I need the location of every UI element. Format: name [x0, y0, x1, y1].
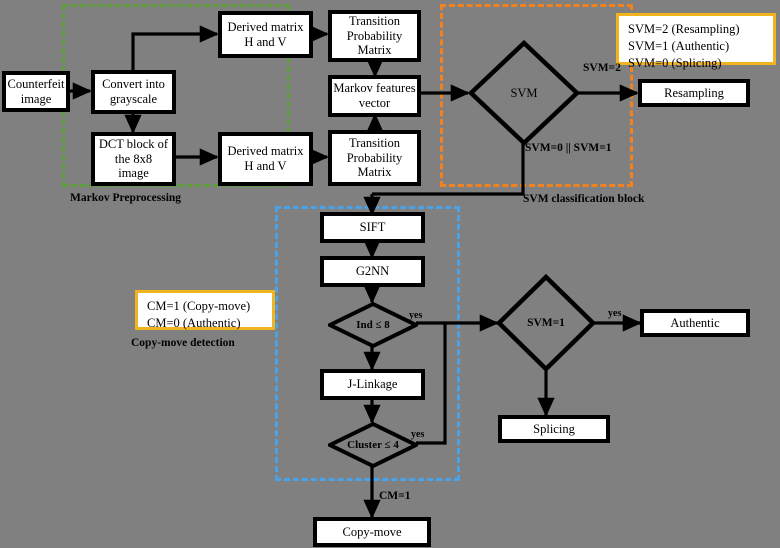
node-copy-move[interactable]: Copy-move [313, 517, 431, 547]
caption-svm-classification-block: SVM classification block [523, 193, 645, 205]
edge-label-svm1-yes: yes [608, 308, 622, 319]
diamond-shape [496, 274, 596, 372]
node-ind-check-decision[interactable]: Ind ≤ 8 [328, 302, 418, 348]
legend-cm-codes: CM=1 (Copy-move) CM=0 (Authentic) [135, 290, 275, 330]
edge-label-ind-yes: yes [409, 310, 423, 321]
node-transition-probability-matrix-bottom[interactable]: Transition Probability Matrix [328, 130, 421, 186]
node-transition-probability-matrix-top[interactable]: Transition Probability Matrix [328, 10, 421, 62]
node-derived-matrix-top[interactable]: Derived matrix H and V [218, 11, 313, 58]
caption-markov-preprocessing: Markov Preprocessing [70, 192, 182, 204]
node-splicing[interactable]: Splicing [498, 415, 610, 443]
node-derived-matrix-bottom[interactable]: Derived matrix H and V [218, 132, 313, 186]
diamond-shape [328, 422, 418, 468]
node-j-linkage[interactable]: J-Linkage [320, 369, 425, 400]
node-dct-block[interactable]: DCT block of the 8x8 image [91, 132, 176, 186]
node-sift[interactable]: SIFT [320, 212, 425, 243]
legend-svm-codes: SVM=2 (Resampling) SVM=1 (Authentic) SVM… [616, 13, 776, 70]
node-markov-features-vector[interactable]: Markov features vector [328, 75, 421, 117]
diamond-shape [468, 40, 580, 146]
edge-label-svm-0-or-1: SVM=0 || SVM=1 [525, 142, 612, 154]
edge-label-svm-2: SVM=2 [583, 62, 621, 74]
node-svm1-decision[interactable]: SVM=1 [496, 274, 596, 372]
node-resampling[interactable]: Resampling [638, 79, 750, 107]
edge-label-cm-1: CM=1 [379, 490, 411, 502]
node-counterfeit-image[interactable]: Counterfeit image [2, 71, 70, 112]
caption-copy-move-detection: Copy-move detection [131, 337, 235, 349]
node-convert-into-grayscale[interactable]: Convert into grayscale [91, 70, 176, 114]
node-g2nn[interactable]: G2NN [320, 256, 425, 287]
node-authentic[interactable]: Authentic [640, 309, 750, 337]
node-cluster-check-decision[interactable]: Cluster ≤ 4 [328, 422, 418, 468]
node-svm-decision[interactable]: SVM [468, 40, 580, 146]
edge-label-cluster-yes: yes [411, 429, 425, 440]
diamond-shape [328, 302, 418, 348]
